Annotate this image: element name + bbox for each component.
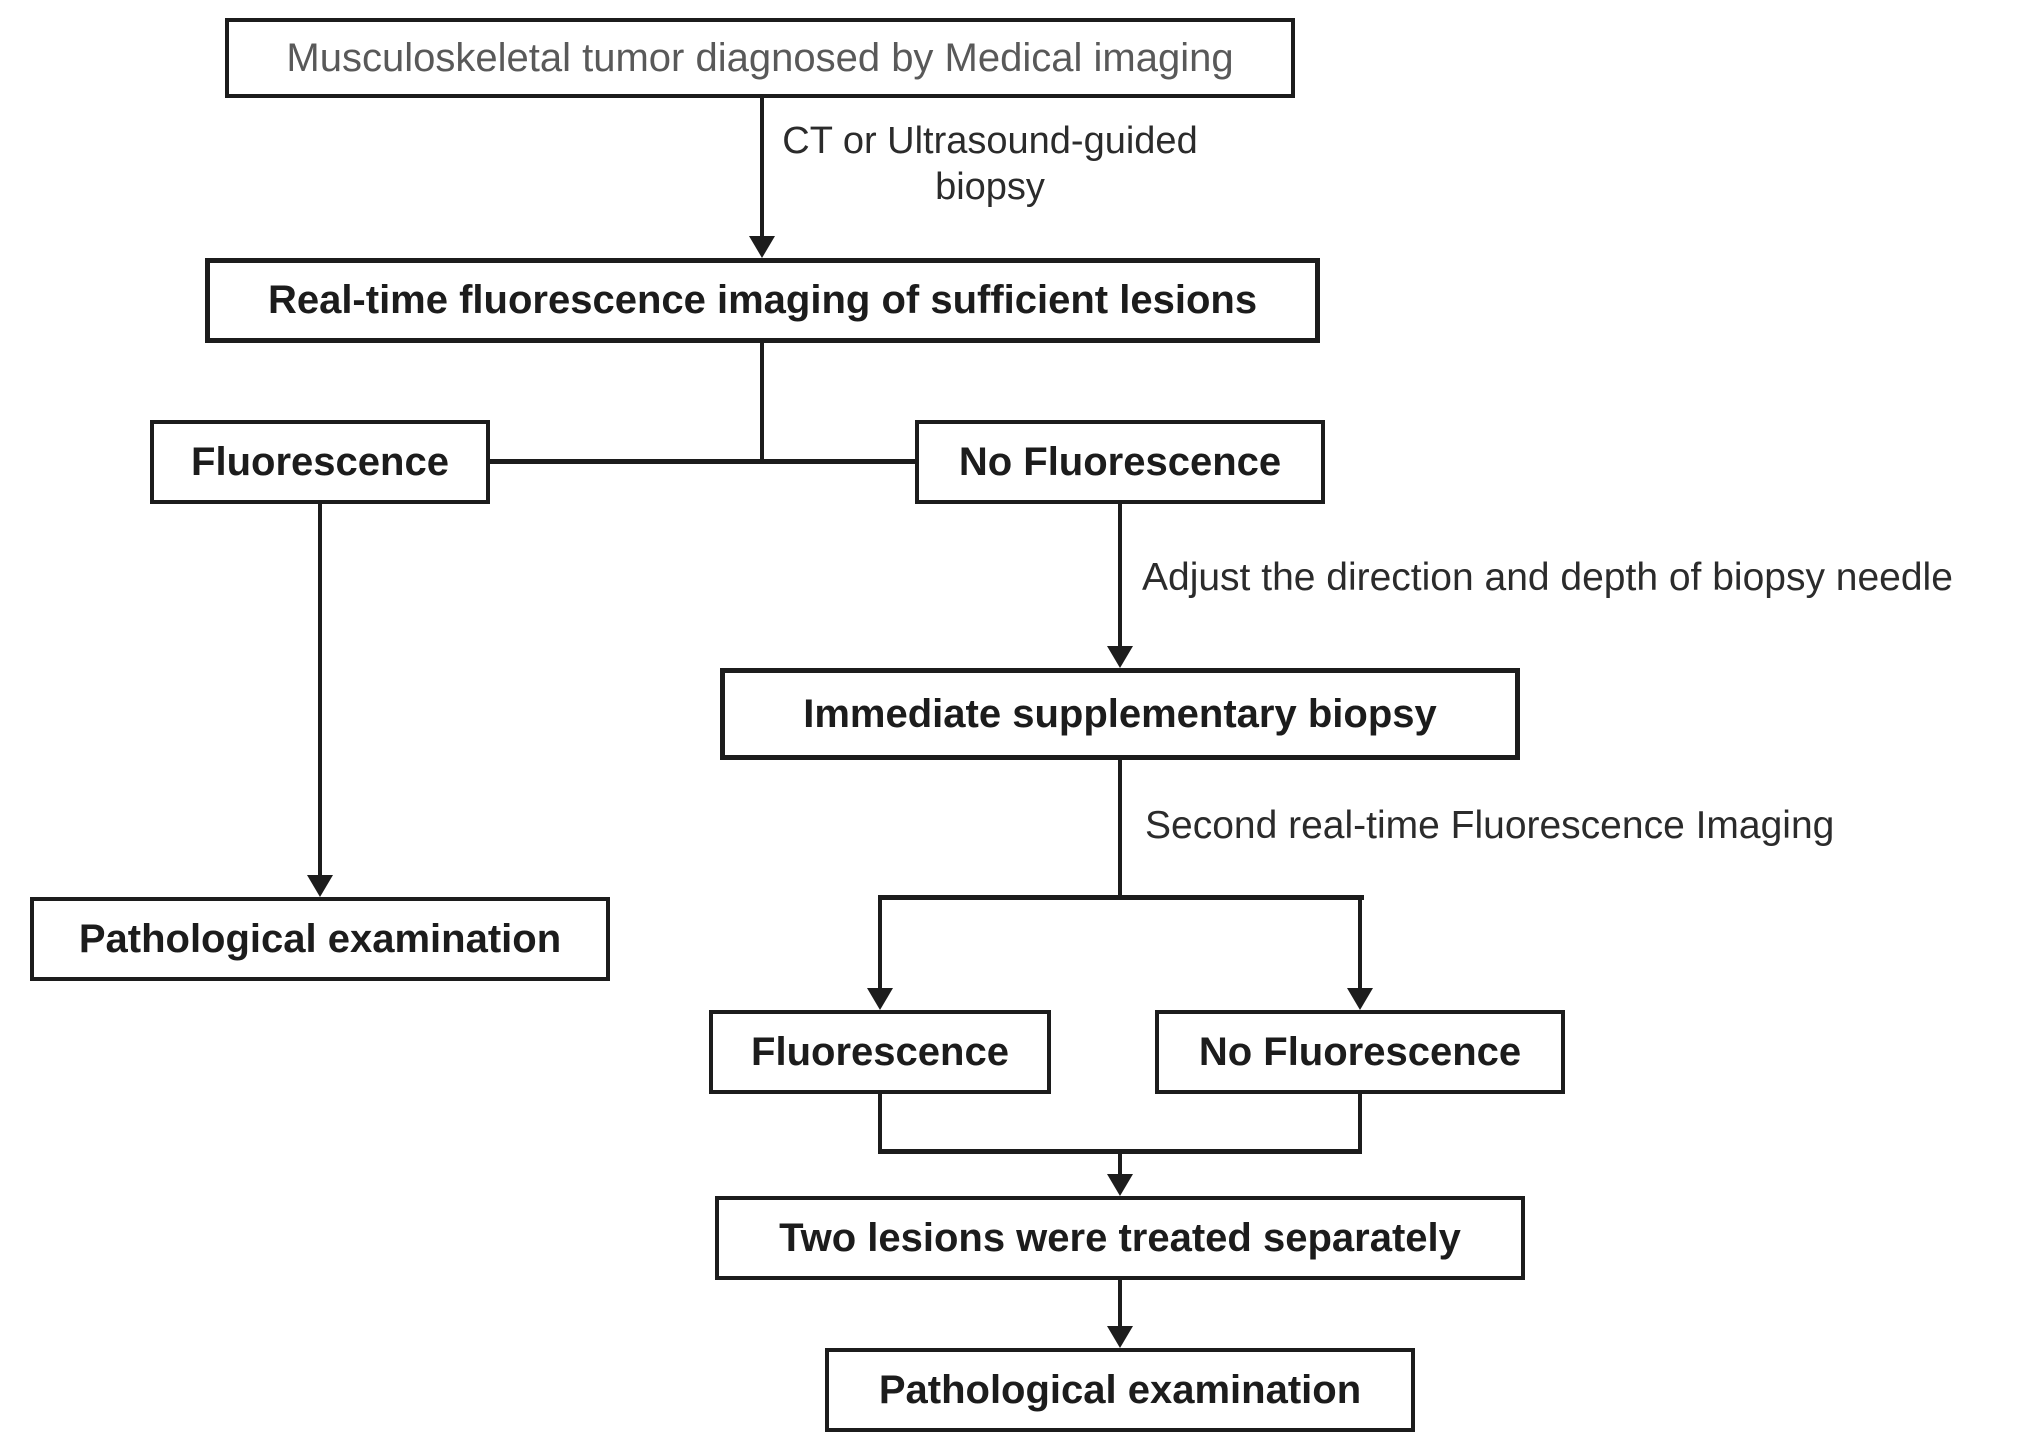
edge-start-to-realtime-line [760, 98, 764, 238]
node-label: Pathological examination [878, 1367, 1362, 1412]
node-no-fluorescence-2: No Fluorescence [1155, 1010, 1565, 1094]
node-label: No Fluorescence [1198, 1029, 1522, 1074]
edge-merge-to-twolesions-line [1118, 1149, 1122, 1176]
node-pathological-examination-left: Pathological examination [30, 897, 610, 981]
edge-label-line: biopsy [935, 166, 1045, 208]
arrow-down-icon [1347, 988, 1373, 1010]
node-label: Immediate supplementary biopsy [803, 691, 1437, 736]
edge-label-line: CT or Ultrasound-guided [782, 120, 1198, 162]
edge-fluorescence-to-pathological-line [318, 504, 322, 877]
edge-branch2-right-drop-line [1358, 895, 1362, 990]
node-start-diagnosis: Musculoskeletal tumor diagnosed by Medic… [225, 18, 1295, 98]
edge-biopsy-branch-stem-line [1118, 760, 1122, 900]
arrow-down-icon [1107, 1174, 1133, 1196]
edge-label-adjust-needle: Adjust the direction and depth of biopsy… [1142, 556, 1953, 599]
node-label: Musculoskeletal tumor diagnosed by Medic… [286, 35, 1234, 80]
node-fluorescence-1: Fluorescence [150, 420, 490, 504]
edge-twolesions-to-pathological-line [1118, 1280, 1122, 1328]
edge-nofluorescence-to-biopsy-line [1118, 504, 1122, 648]
node-no-fluorescence-1: No Fluorescence [915, 420, 1325, 504]
node-label: Pathological examination [78, 916, 562, 961]
edge-label-ct-ultrasound-biopsy: CT or Ultrasound-guided biopsy [770, 118, 1210, 210]
edge-label-second-imaging: Second real-time Fluorescence Imaging [1145, 804, 1835, 847]
node-realtime-imaging: Real-time fluorescence imaging of suffic… [205, 258, 1320, 343]
node-pathological-examination-bottom: Pathological examination [825, 1348, 1415, 1432]
arrow-down-icon [749, 236, 775, 258]
node-label: Fluorescence [751, 1029, 1009, 1074]
node-label: Fluorescence [191, 439, 449, 484]
node-immediate-supplementary-biopsy: Immediate supplementary biopsy [720, 668, 1520, 760]
node-fluorescence-2: Fluorescence [709, 1010, 1051, 1094]
node-label: Two lesions were treated separately [779, 1215, 1461, 1260]
edge-realtime-branch-stem-line [760, 343, 764, 464]
edge-branch1-horizontal-line [490, 459, 915, 464]
edge-merge-left-line [878, 1094, 882, 1154]
edge-merge-right-line [1358, 1094, 1362, 1154]
node-label: Real-time fluorescence imaging of suffic… [267, 278, 1258, 322]
arrow-down-icon [307, 875, 333, 897]
node-label: No Fluorescence [958, 439, 1282, 484]
edge-branch2-horizontal-line [878, 895, 1364, 900]
arrow-down-icon [1107, 646, 1133, 668]
edge-branch2-left-drop-line [878, 895, 882, 990]
arrow-down-icon [1107, 1326, 1133, 1348]
node-two-lesions-treated: Two lesions were treated separately [715, 1196, 1525, 1280]
arrow-down-icon [867, 988, 893, 1010]
